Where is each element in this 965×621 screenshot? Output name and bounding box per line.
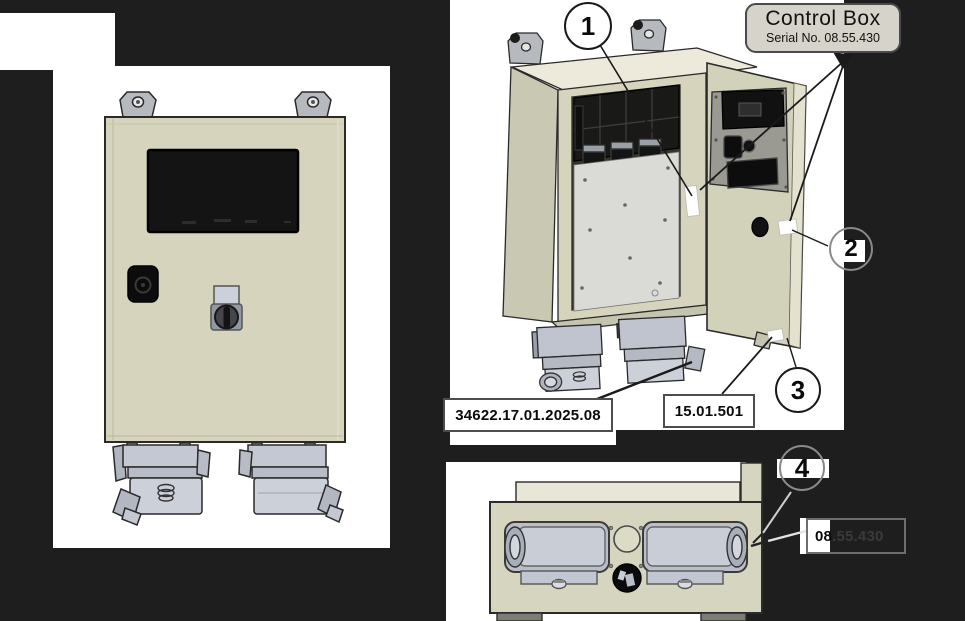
front-connector-left (112, 442, 211, 526)
page-fragment-top-left (0, 13, 115, 70)
page-fragment-serial-chip (800, 518, 830, 554)
leader-callout3 (786, 337, 797, 368)
front-key-switch (210, 285, 243, 331)
bottom-right-tab (740, 462, 763, 503)
bottom-center-hole (613, 525, 641, 553)
part-label-gland-text: 15.01.501 (674, 402, 744, 420)
bottom-connector-left (504, 521, 614, 573)
bottom-latch-right (646, 570, 724, 590)
bottom-center-plug (612, 563, 642, 593)
sticker-right-wall (684, 185, 700, 217)
bottom-foot-right (700, 612, 747, 621)
part-label-main: 34622.17.01.2025.08 (443, 398, 613, 432)
sticker-door (777, 218, 799, 236)
open-mount-bracket-left (507, 32, 544, 65)
bottom-back-plate (515, 481, 741, 503)
serial-bottom-faded: .55.430 (832, 527, 884, 545)
leader-lines (591, 44, 853, 548)
open-connector-right (616, 315, 706, 384)
serial-bottom-visible: 08 (815, 527, 833, 545)
front-mount-bracket-left (119, 91, 157, 118)
leader-callout4-dark (752, 532, 764, 544)
open-cabinet-interior (572, 84, 680, 312)
leader-callout1 (599, 44, 693, 197)
control-box-label: Control Box Serial No. 08.55.430 (745, 3, 901, 53)
part-label-gland: 15.01.501 (663, 394, 755, 428)
door-control-panel (709, 87, 789, 193)
callout-3-number: 3 (790, 374, 806, 405)
part-label-serial-bottom: 08.55.430 (806, 518, 906, 554)
front-buzzer (127, 265, 159, 303)
control-box-title: Control Box (765, 7, 881, 30)
bottom-view (489, 462, 763, 621)
front-mount-bracket-right (294, 91, 332, 118)
page-fragment-open-view-step (450, 430, 616, 445)
bottom-connector-right (638, 521, 748, 573)
leader-gland-label (721, 336, 773, 395)
open-mount-bracket-right (630, 19, 667, 52)
bubble-tail (833, 52, 853, 69)
leader-bubble-to-lock (789, 59, 846, 222)
control-box-serial: Serial No. 08.55.430 (766, 31, 880, 45)
front-cabinet-body (104, 116, 346, 443)
callout-2: 2 (829, 227, 873, 271)
door-lock-knob (751, 216, 769, 238)
front-display-screen (146, 148, 300, 234)
open-view (502, 19, 807, 392)
mounting-plate (573, 151, 680, 312)
callout-1: 1 (564, 2, 612, 50)
front-view (104, 91, 346, 526)
leader-serial-label-light (767, 529, 807, 543)
open-connector-left (531, 323, 603, 392)
leader-serial-label-dark (750, 539, 769, 548)
front-connector-right (238, 442, 344, 524)
bottom-foot-left (496, 612, 543, 621)
leader-callout4-light (762, 491, 792, 534)
callout-2-number: 2 (844, 235, 858, 262)
leader-bubble-to-sticker (699, 59, 846, 191)
open-cabinet-left-wall (502, 65, 559, 323)
open-cabinet-top-face (509, 47, 758, 95)
open-door (706, 61, 807, 350)
callout-3: 3 (775, 367, 821, 413)
coil-icon (157, 483, 175, 502)
leader-callout2 (791, 229, 829, 247)
bottom-latch-left (520, 570, 598, 590)
leader-main-label (591, 360, 693, 403)
callout-1-number: 1 (580, 10, 596, 41)
callout-4: 4 (779, 445, 825, 491)
callout-4-number: 4 (794, 452, 810, 483)
part-label-main-text: 34622.17.01.2025.08 (455, 406, 601, 424)
